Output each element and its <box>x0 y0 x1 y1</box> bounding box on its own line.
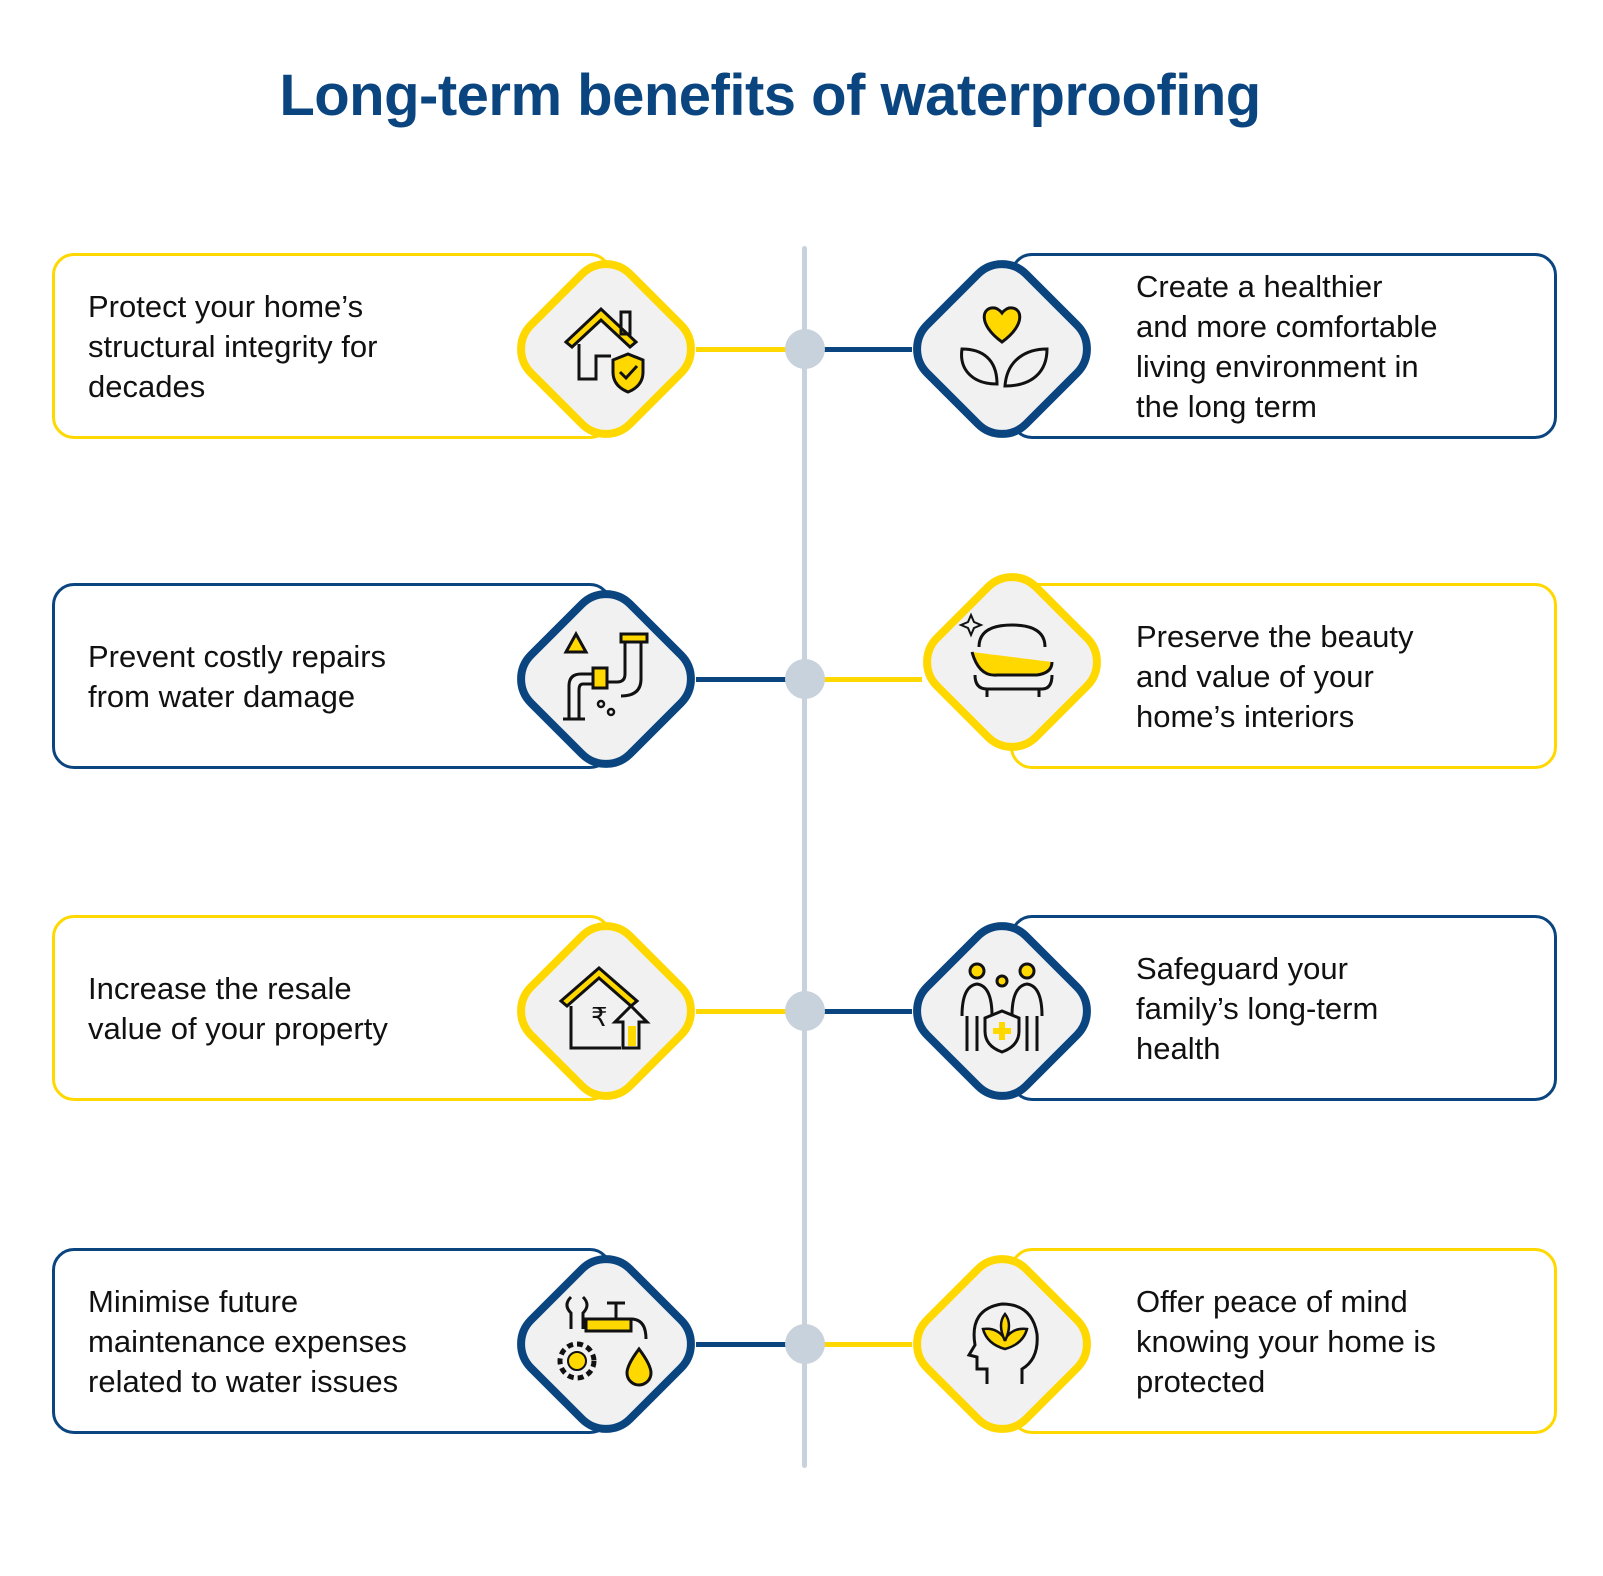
text-line: living environment in <box>1136 349 1419 384</box>
family-health-shield-icon <box>947 956 1057 1066</box>
text-line: related to water issues <box>88 1364 399 1399</box>
timeline-dot-1 <box>785 329 825 369</box>
text-line: home’s interiors <box>1136 699 1355 734</box>
house-value-up-icon: ₹ <box>551 956 661 1066</box>
connector-left-3 <box>696 1009 805 1014</box>
page-title: Long-term benefits of waterproofing <box>279 63 1261 128</box>
connector-left-4 <box>696 1342 805 1347</box>
benefit-text-right-4: Offer peace of mind knowing your home is p… <box>1136 1282 1436 1402</box>
text-line: Offer peace of mind <box>1136 1284 1408 1319</box>
benefit-text-left-4: Minimise future maintenance expenses relat… <box>88 1282 407 1402</box>
benefit-text-right-1: Create a healthier and more comfortable li… <box>1136 267 1438 427</box>
text-line: Prevent costly repairs <box>88 639 387 674</box>
benefit-card-left-4 <box>52 1248 612 1434</box>
benefit-text-left-2: Prevent costly repairs from water damage <box>88 637 386 717</box>
timeline-spine <box>802 246 807 1468</box>
text-line: and value of your <box>1136 659 1374 694</box>
mind-lotus-icon <box>947 1289 1057 1399</box>
house-shield-icon <box>551 294 661 404</box>
benefit-text-right-3: Safeguard your family’s long-term health <box>1136 949 1378 1069</box>
svg-text:₹: ₹ <box>591 1003 608 1033</box>
text-line: Increase the resale <box>88 971 352 1006</box>
text-line: structural integrity for <box>88 329 378 364</box>
connector-left-2 <box>696 677 805 682</box>
text-line: maintenance expenses <box>88 1324 407 1359</box>
tap-gear-wrench-icon <box>551 1289 661 1399</box>
leaking-pipe-icon <box>551 624 661 734</box>
sofa-icon <box>957 607 1067 717</box>
benefit-text-right-2: Preserve the beauty and value of your home… <box>1136 617 1413 737</box>
text-line: Minimise future <box>88 1284 299 1319</box>
text-line: family’s long-term <box>1136 991 1379 1026</box>
timeline-dot-3 <box>785 991 825 1031</box>
timeline-dot-2 <box>785 659 825 699</box>
text-line: Safeguard your <box>1136 951 1348 986</box>
text-line: and more comfortable <box>1136 309 1438 344</box>
text-line: the long term <box>1136 389 1317 424</box>
text-line: decades <box>88 369 206 404</box>
text-line: protected <box>1136 1364 1266 1399</box>
connector-right-1 <box>807 347 912 352</box>
timeline-dot-4 <box>785 1324 825 1364</box>
text-line: value of your property <box>88 1011 388 1046</box>
text-line: from water damage <box>88 679 356 714</box>
text-line: Create a healthier <box>1136 269 1383 304</box>
heart-leaves-icon <box>947 294 1057 404</box>
connector-right-2 <box>807 677 922 682</box>
connector-right-3 <box>807 1009 912 1014</box>
benefit-text-left-3: Increase the resale value of your propert… <box>88 969 388 1049</box>
benefit-card-right-2 <box>1010 583 1557 769</box>
text-line: health <box>1136 1031 1221 1066</box>
connector-left-1 <box>696 347 805 352</box>
text-line: Protect your home’s <box>88 289 364 324</box>
text-line: Preserve the beauty <box>1136 619 1414 654</box>
text-line: knowing your home is <box>1136 1324 1436 1359</box>
connector-right-4 <box>807 1342 912 1347</box>
benefit-text-left-1: Protect your home’s structural integrity … <box>88 287 377 407</box>
